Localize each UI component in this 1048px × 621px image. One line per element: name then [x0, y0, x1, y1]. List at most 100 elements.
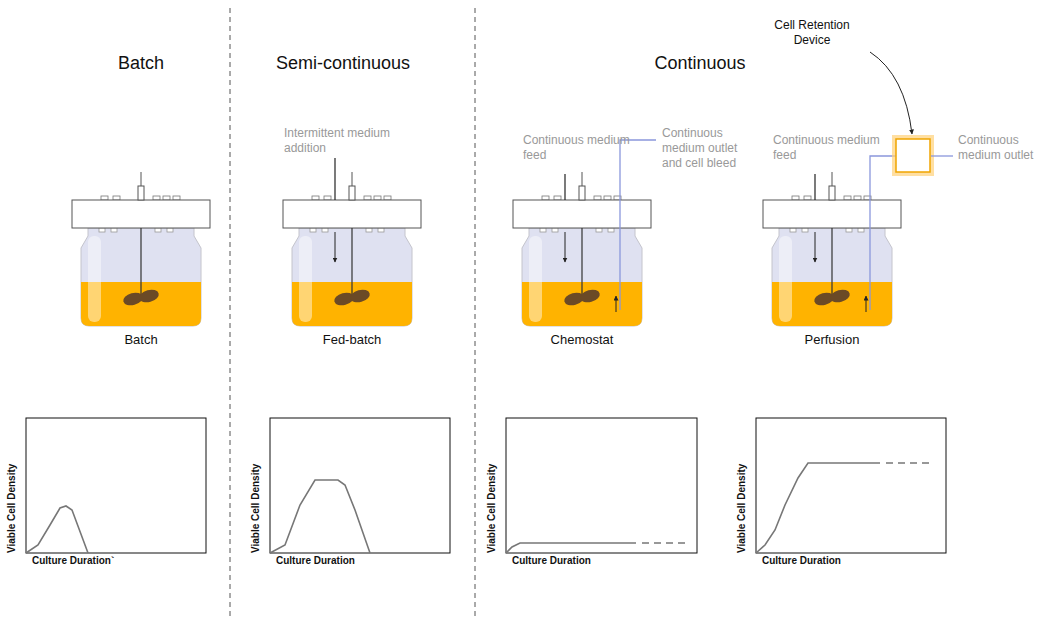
head-port: [312, 196, 319, 200]
head-port: [113, 196, 120, 200]
cell-density-curve: [26, 506, 88, 553]
lower-port: [608, 228, 614, 232]
head-port: [153, 196, 160, 200]
lower-port: [790, 228, 796, 232]
axis-title: Viable Cell Density: [250, 464, 263, 553]
chart-frame: [506, 418, 697, 553]
motor-stalk: [832, 172, 833, 186]
cell-density-curve: [270, 480, 370, 553]
lower-port: [596, 228, 602, 232]
bioreactor: [763, 172, 901, 326]
motor-coupling: [349, 186, 355, 200]
head-port: [364, 196, 371, 200]
axis-title: Viable Cell Density: [486, 464, 499, 553]
section-divider: [475, 8, 476, 618]
cell-density-curve: [506, 543, 636, 553]
cell-retention-device: [896, 139, 930, 172]
annotation: Intermittent medium addition: [284, 126, 409, 156]
motor-stalk: [352, 172, 353, 186]
lower-port: [322, 228, 328, 232]
impeller-shaft: [140, 228, 141, 296]
vessel-glass: [522, 228, 642, 326]
motor-coupling: [138, 186, 144, 200]
head-port: [324, 196, 331, 200]
motor-stalk: [141, 172, 142, 186]
head-port: [554, 196, 561, 200]
vessel-glass: [81, 228, 201, 326]
glass-sheen: [299, 236, 312, 322]
continuation-dash: [642, 542, 686, 544]
glass-sheen: [88, 236, 101, 322]
bioreactor: [513, 172, 651, 326]
head-port: [101, 196, 108, 200]
lower-port: [155, 228, 161, 232]
annotation: Continuous medium outlet and cell bleed: [662, 126, 757, 171]
lower-port: [846, 228, 852, 232]
head-port: [173, 196, 180, 200]
axis-title: Viable Cell Density: [6, 464, 19, 553]
glass-sheen: [529, 236, 542, 322]
section-heading: Continuous: [654, 52, 745, 75]
glass-sheen: [779, 236, 792, 322]
head-port: [542, 196, 549, 200]
motor-coupling: [579, 186, 585, 200]
head-port: [604, 196, 611, 200]
bioreactor: [283, 172, 421, 326]
axis-title: Viable Cell Density: [736, 464, 749, 553]
axis-title: Culture Duration`: [32, 555, 114, 568]
outlet-line: [931, 155, 953, 156]
head-port: [854, 196, 861, 200]
vessel-glass: [772, 228, 892, 326]
continuation-dash: [886, 462, 930, 464]
head-port: [804, 196, 811, 200]
lower-port: [802, 228, 808, 232]
impeller-shaft: [351, 228, 352, 296]
feed-line: [334, 158, 335, 200]
impeller-blade: [829, 288, 851, 305]
section-divider: [230, 8, 231, 618]
lower-port: [310, 228, 316, 232]
lower-port: [540, 228, 546, 232]
lower-port: [366, 228, 372, 232]
reactor-name: Batch: [124, 332, 157, 348]
head-plate: [283, 200, 421, 228]
annotation: Continuous medium feed: [523, 133, 641, 163]
axis-title: Culture Duration: [512, 555, 591, 568]
axis-title: Culture Duration: [276, 555, 355, 568]
motor-coupling: [829, 186, 835, 200]
chart-frame: [26, 418, 206, 553]
feed-line: [564, 174, 565, 200]
annotation: Continuous medium outlet: [958, 133, 1046, 163]
head-port: [844, 196, 851, 200]
lower-port: [378, 228, 384, 232]
bioreactor: [72, 172, 210, 326]
head-port: [594, 196, 601, 200]
head-plate: [513, 200, 651, 228]
impeller-shaft: [831, 228, 832, 296]
outlet-arrow: [866, 296, 867, 312]
lower-port: [99, 228, 105, 232]
feed-arrow: [565, 232, 566, 262]
vessel-glass: [292, 228, 412, 326]
section-heading: Batch: [118, 52, 164, 75]
leader-arrow: [870, 52, 912, 134]
outlet-arrow: [616, 296, 617, 312]
impeller-shaft: [581, 228, 582, 296]
feed-arrow: [335, 232, 336, 262]
impeller-blade: [349, 288, 371, 305]
head-port: [384, 196, 391, 200]
head-port: [792, 196, 799, 200]
outlet-line: [870, 156, 896, 310]
head-port: [163, 196, 170, 200]
reactor-name: Fed-batch: [323, 332, 382, 348]
lower-port: [111, 228, 117, 232]
feed-line: [814, 174, 815, 200]
impeller-blade: [138, 288, 160, 305]
feed-arrow: [815, 232, 816, 262]
motor-stalk: [582, 172, 583, 186]
head-plate: [72, 200, 210, 228]
section-heading: Semi-continuous: [276, 52, 410, 75]
device-glow: [895, 138, 931, 173]
